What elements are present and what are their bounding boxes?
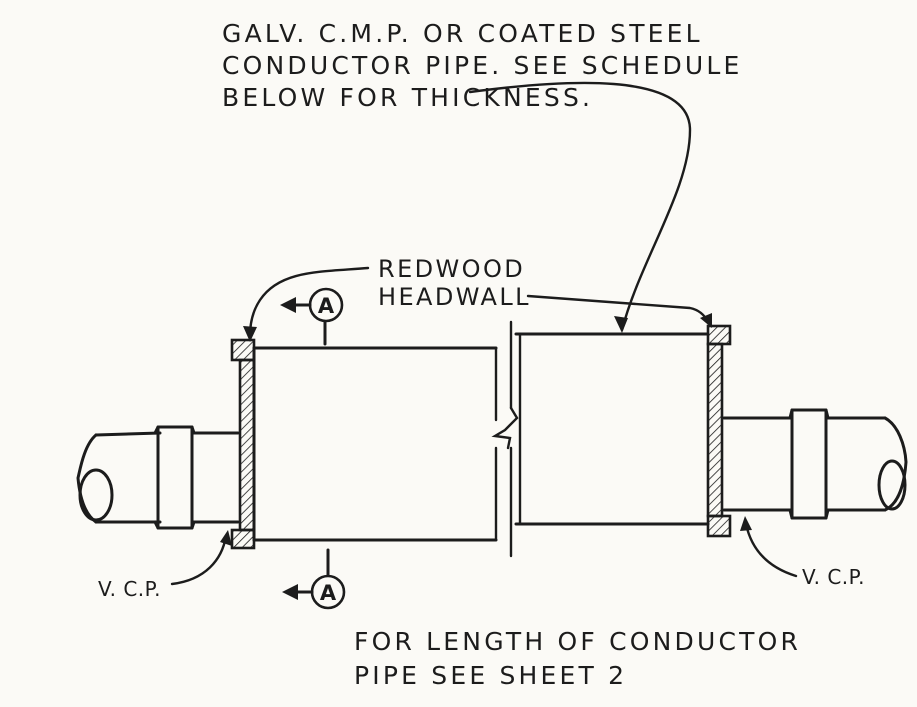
section-letter-top: A bbox=[318, 294, 335, 318]
section-arrow-bottom-icon bbox=[282, 584, 298, 600]
redwood-headwall-left bbox=[230, 338, 256, 550]
conductor-pipe-right-segment bbox=[514, 332, 710, 526]
section-marker-bottom: A bbox=[282, 548, 346, 610]
vcp-label-right: V. C.P. bbox=[740, 516, 865, 589]
pipe-material-note: GALV. C.M.P. OR COATED STEEL CONDUCTOR P… bbox=[222, 19, 743, 112]
conductor-pipe-left-segment bbox=[252, 346, 498, 542]
headwall-label-line-1: REDWOOD bbox=[378, 255, 525, 283]
headwall-label: REDWOOD HEADWALL bbox=[378, 255, 531, 311]
pipe-note-leader bbox=[468, 81, 692, 333]
vcp-pipe-right bbox=[722, 408, 908, 520]
length-note-line-2: PIPE SEE SHEET 2 bbox=[354, 661, 627, 690]
headwall-leader-right bbox=[526, 294, 712, 328]
headwall-leader-left bbox=[243, 266, 370, 342]
length-note: FOR LENGTH OF CONDUCTOR PIPE SEE SHEET 2 bbox=[354, 627, 801, 690]
section-arrow-top-icon bbox=[280, 297, 296, 313]
redwood-headwall-right bbox=[706, 324, 732, 538]
section-letter-bottom: A bbox=[320, 581, 337, 605]
pipe-note-line-2: CONDUCTOR PIPE. SEE SCHEDULE bbox=[222, 51, 743, 80]
pipe-note-line-3: BELOW FOR THICKNESS. bbox=[222, 83, 593, 112]
pipe-break-line bbox=[491, 320, 519, 558]
length-note-line-1: FOR LENGTH OF CONDUCTOR bbox=[354, 627, 801, 656]
section-marker-top: A bbox=[280, 287, 344, 346]
pipe-note-line-1: GALV. C.M.P. OR COATED STEEL bbox=[222, 19, 703, 48]
vcp-left-text: V. C.P. bbox=[98, 577, 161, 601]
vcp-label-left: V. C.P. bbox=[98, 530, 232, 601]
pipe-note-arrowhead bbox=[614, 316, 628, 333]
vcp-pipe-left bbox=[76, 425, 240, 530]
headwall-label-line-2: HEADWALL bbox=[378, 283, 531, 311]
vcp-right-text: V. C.P. bbox=[802, 565, 865, 589]
